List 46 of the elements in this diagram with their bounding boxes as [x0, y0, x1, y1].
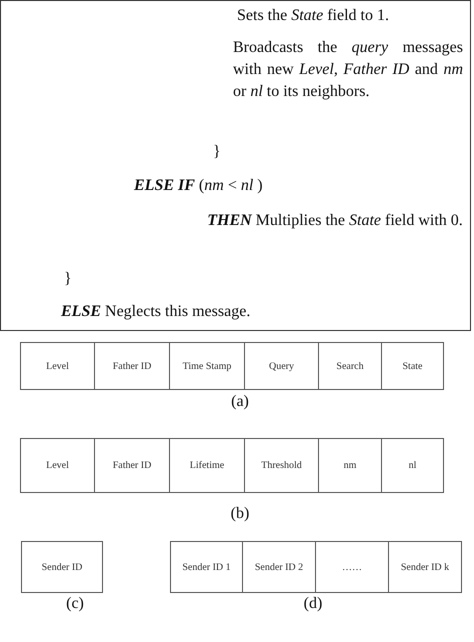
pseudocode-box — [0, 0, 471, 331]
field-cell — [94, 342, 170, 390]
field-cell — [94, 438, 170, 493]
pseudocode-line: Sets the State field to 1. — [237, 6, 390, 26]
field-cell — [169, 342, 245, 390]
field-name: Search — [336, 360, 364, 372]
field-cell — [388, 541, 462, 593]
field-name: Threshold — [261, 460, 302, 471]
field-cell — [170, 541, 243, 593]
field-name: State — [402, 360, 422, 372]
field-cell — [381, 438, 444, 493]
field-name: Father ID — [112, 460, 152, 471]
field-name: Sender ID 1 — [182, 562, 231, 572]
field-cell — [169, 438, 245, 493]
field-cell — [244, 342, 319, 390]
subfigure-label: (b) — [230, 505, 250, 523]
field-name: Sender ID 2 — [254, 562, 304, 572]
subfigure-label: (a) — [230, 393, 250, 411]
field-cell — [21, 541, 103, 593]
field-name: Father ID — [112, 360, 152, 372]
field-name: Lifetime — [190, 460, 224, 471]
field-cell — [381, 342, 444, 390]
subfigure-label: (c) — [65, 595, 85, 613]
subfigure-label: (d) — [302, 595, 324, 613]
pseudocode-line: ELSE Neglects this message. — [61, 302, 252, 322]
closing-brace: } — [64, 269, 73, 289]
field-cell — [20, 342, 95, 390]
closing-brace: } — [213, 142, 222, 162]
field-cell — [20, 438, 95, 493]
field-name: Query — [269, 360, 294, 372]
field-cell — [315, 541, 389, 593]
field-name: nm — [344, 460, 356, 471]
field-cell — [318, 342, 382, 390]
field-name: Level — [46, 360, 69, 372]
pseudocode-line: ELSE IF (nm < nl ) — [134, 176, 264, 196]
field-name: Level — [46, 460, 69, 471]
field-name: Time Stamp — [182, 360, 232, 372]
field-cell — [242, 541, 316, 593]
field-name: nl — [408, 460, 416, 471]
pseudocode-paragraph: THEN Multiplies the State field with 0. — [206, 211, 464, 231]
field-name: Sender ID — [42, 562, 82, 572]
pseudocode-paragraph: Broadcasts the query messages with new Level, Father ID and nm or nl to its neighbors. — [233, 38, 463, 102]
field-cell — [244, 438, 319, 493]
field-name: …… — [342, 562, 362, 572]
field-name: Sender ID k — [400, 562, 450, 572]
field-cell — [318, 438, 382, 493]
